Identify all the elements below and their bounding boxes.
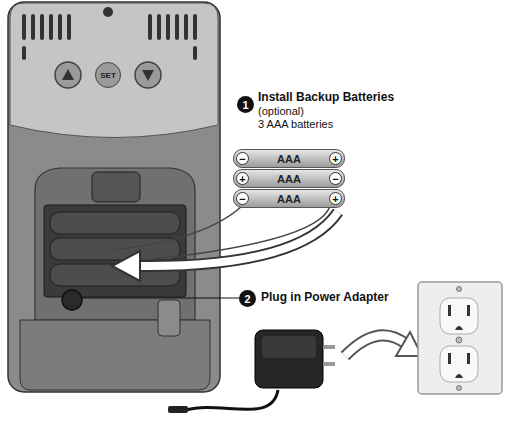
guide-line [125,206,330,262]
down-symbol [142,70,154,81]
button-label: SET [100,71,116,80]
screw [457,386,462,391]
battery-compartment [44,205,186,297]
power-adapter [255,330,323,388]
step-note: 3 AAA batteries [258,118,333,130]
insert-arrowhead [112,251,140,281]
adapter-prong [323,345,335,349]
adapter-cord [186,390,278,410]
battery-slot [50,212,180,234]
device-base [20,320,210,390]
adapter-plug [168,406,188,413]
callout-number: 1 [242,99,248,111]
step-heading: Plug in Power Adapter [261,290,389,304]
up-symbol [62,69,74,80]
callout-circle: 2 [239,290,256,307]
power-jack [62,290,82,310]
foot [158,300,180,336]
polarity-sign: + [329,152,342,165]
screw [457,287,462,292]
aaa-battery: − AAA + [233,189,345,208]
aaa-battery: + AAA − [233,169,345,188]
polarity-sign: + [329,192,342,205]
screw [456,337,462,343]
insert-arrow [136,212,338,266]
control-button: SET [95,62,121,88]
callout-circle: 1 [237,96,254,113]
polarity-sign: − [329,172,342,185]
down-button [135,62,161,88]
outlet-slots [448,305,470,378]
step-note: (optional) [258,105,304,117]
battery-size: AAA [277,193,301,205]
stand [35,168,195,320]
hang-hole [103,7,113,17]
vents [22,14,197,60]
insert-arrow [136,212,338,266]
up-button [55,62,81,88]
polarity-sign: − [236,192,249,205]
polarity-sign: + [236,172,249,185]
leader-line [82,297,239,298]
wall-plate [418,282,502,394]
step-heading: Install Backup Batteries [258,90,394,104]
receptacle [440,298,478,334]
device-body [8,2,220,392]
adapter-prong [323,362,335,366]
device-top [10,3,218,138]
receptacle [440,346,478,382]
adapter-face [262,336,316,358]
polarity-sign: − [236,152,249,165]
battery-size: AAA [277,173,301,185]
guide-line [112,206,242,250]
aaa-battery: − AAA + [233,149,345,168]
battery-size: AAA [277,153,301,165]
callout-number: 2 [244,293,250,305]
latch [92,172,140,202]
